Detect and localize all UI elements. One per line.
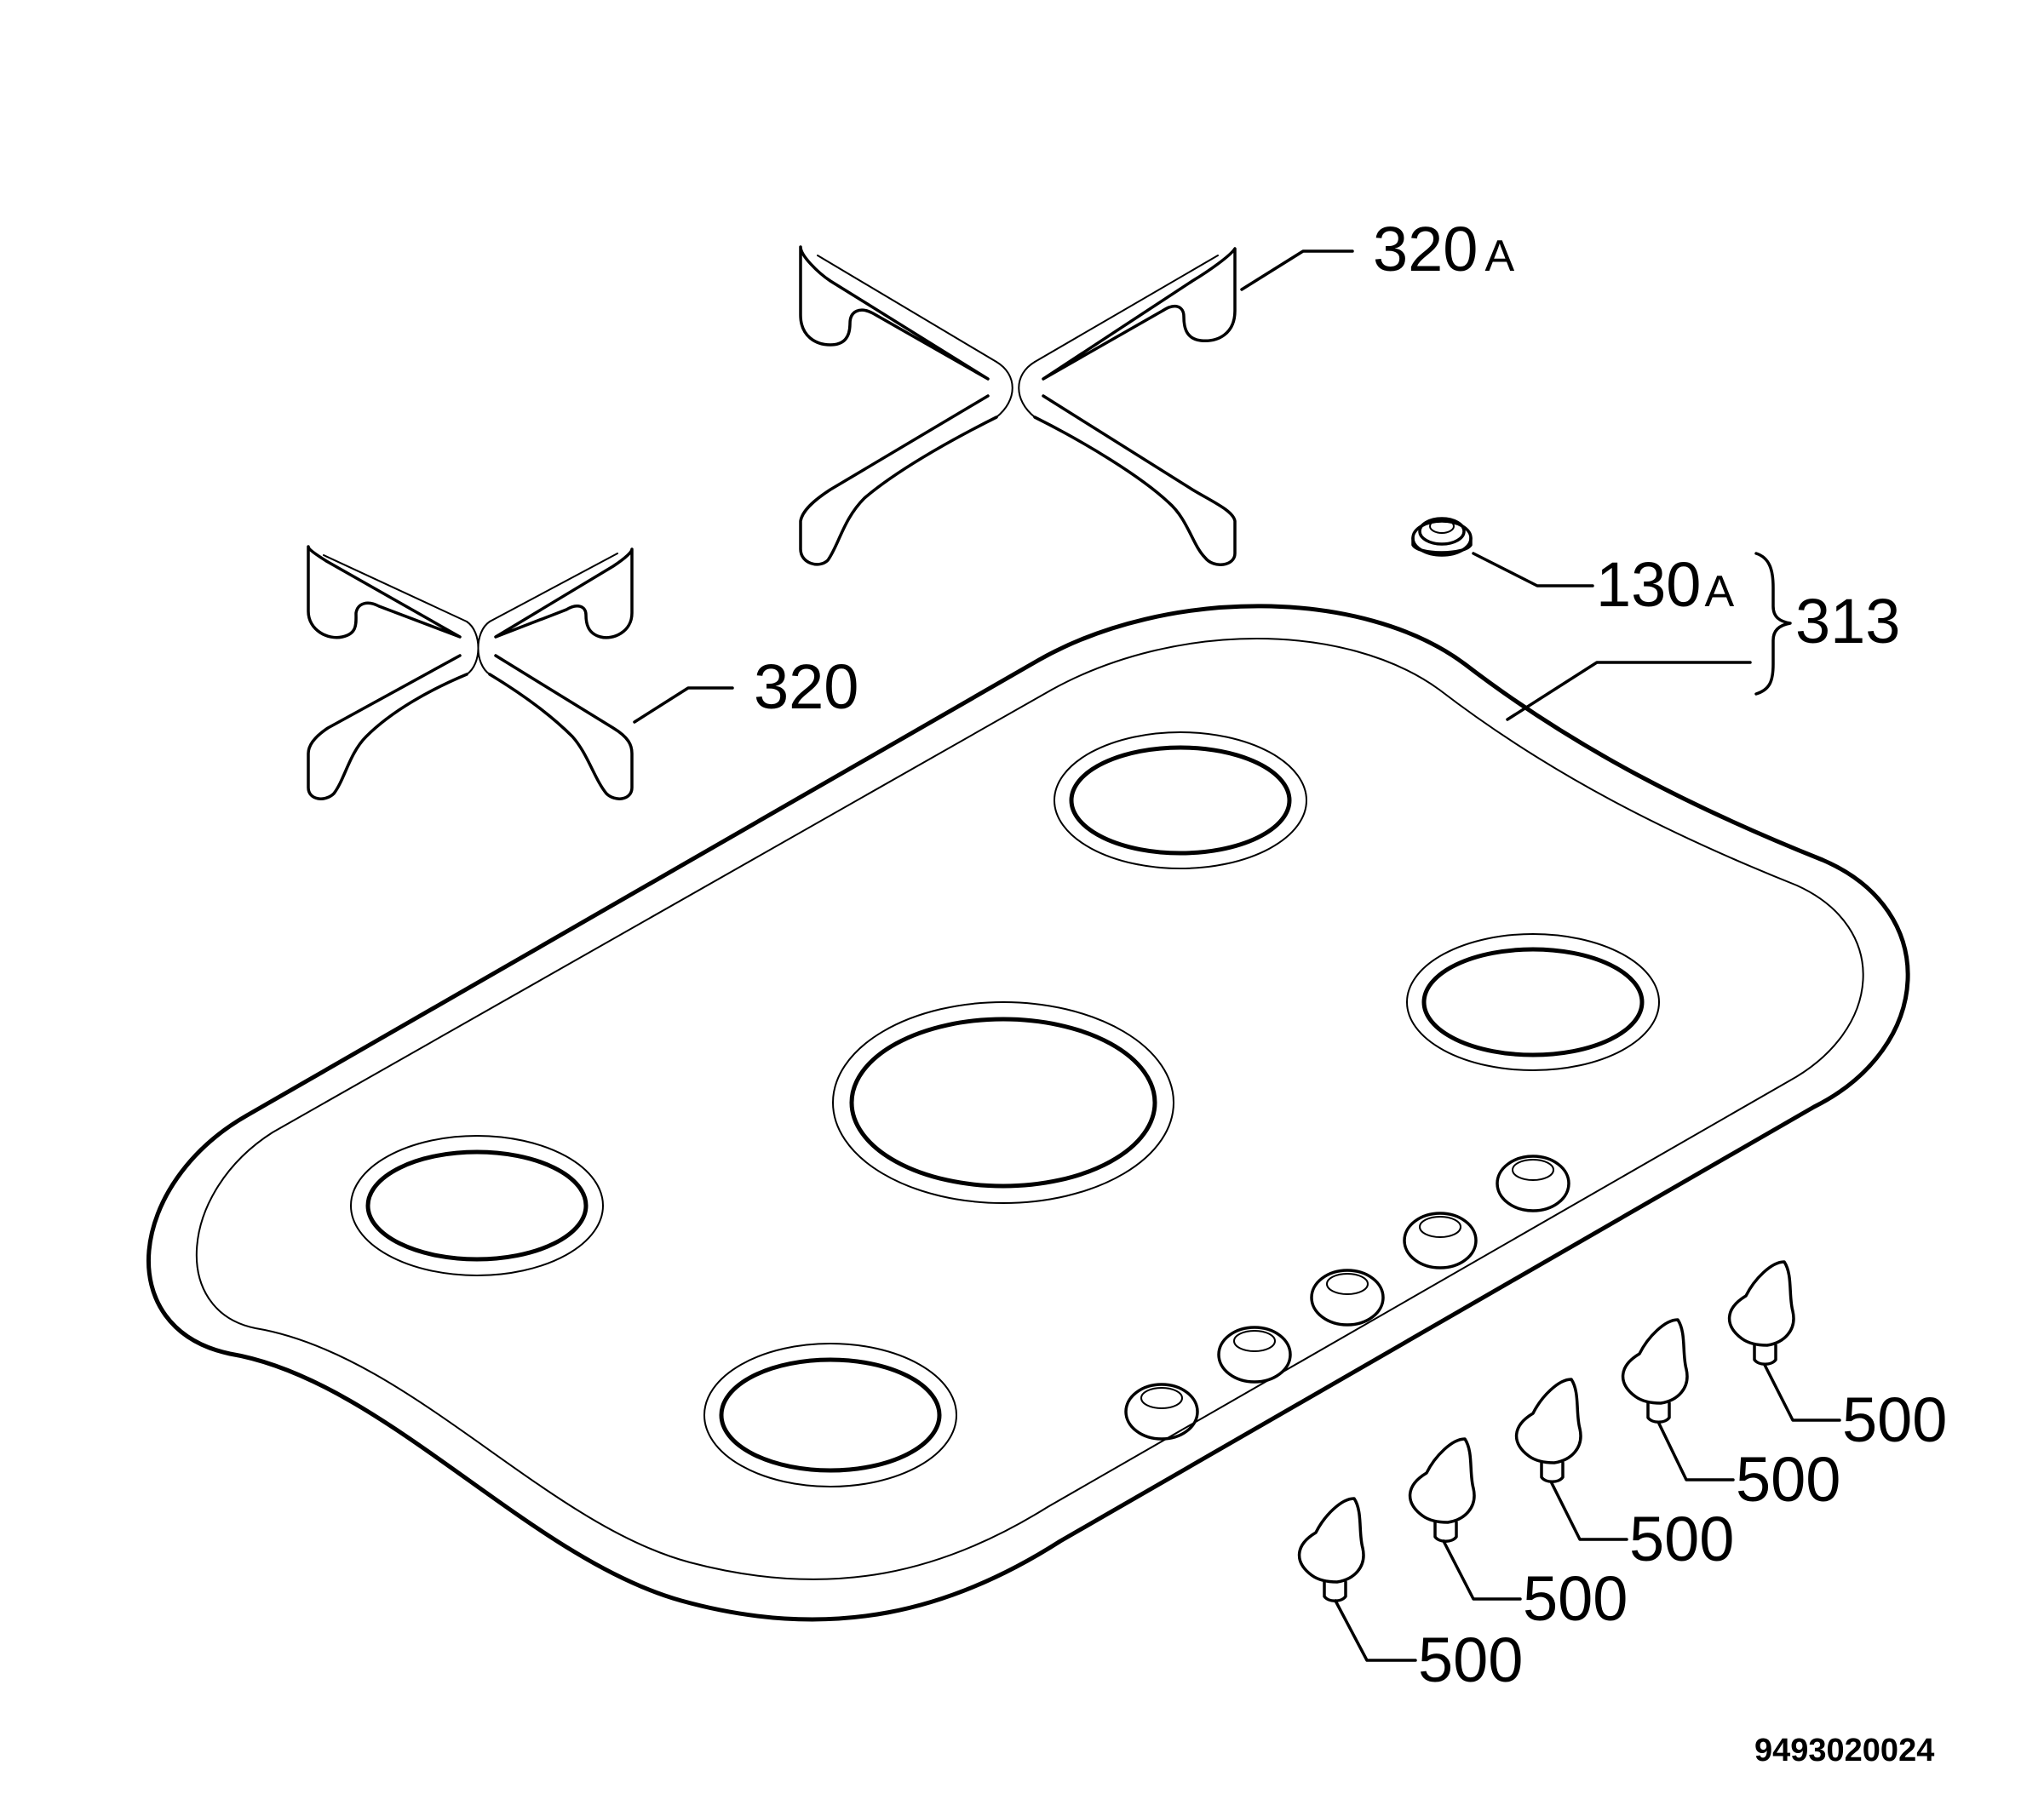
leader-lines <box>633 249 1841 1662</box>
control-knob <box>1408 1437 1476 1543</box>
burner-front <box>703 1343 957 1487</box>
burner-cap-130a <box>1411 517 1473 557</box>
label-knob-500: 500 <box>1629 1504 1734 1574</box>
label-knob-500: 500 <box>1842 1384 1947 1455</box>
knob-sockets <box>1124 1155 1570 1441</box>
burner-rear <box>1054 731 1307 869</box>
knob-socket <box>1217 1326 1292 1384</box>
burner-right <box>1406 933 1660 1071</box>
knob-socket <box>1124 1383 1199 1441</box>
hob-plate <box>146 604 1910 1622</box>
drawing-code: 9493020024 <box>1754 1733 1934 1768</box>
burner-left <box>350 1135 604 1276</box>
control-knob <box>1621 1318 1689 1424</box>
label-knob-500: 500 <box>1523 1563 1628 1634</box>
knob-socket <box>1310 1269 1385 1327</box>
pan-support-large <box>799 245 1237 566</box>
label-knob-500: 500 <box>1736 1444 1840 1515</box>
label-130a: 130A <box>1596 549 1734 620</box>
burner-centre-large <box>832 1001 1174 1204</box>
label-knob-500: 500 <box>1418 1625 1523 1695</box>
label-313: 313 <box>1795 586 1900 656</box>
control-knob <box>1514 1378 1582 1483</box>
pan-support-small <box>307 545 634 800</box>
knob-socket <box>1496 1155 1570 1212</box>
control-knob <box>1297 1497 1365 1602</box>
label-320: 320 <box>754 651 858 722</box>
knob-socket <box>1403 1212 1478 1269</box>
control-knob <box>1727 1260 1795 1366</box>
